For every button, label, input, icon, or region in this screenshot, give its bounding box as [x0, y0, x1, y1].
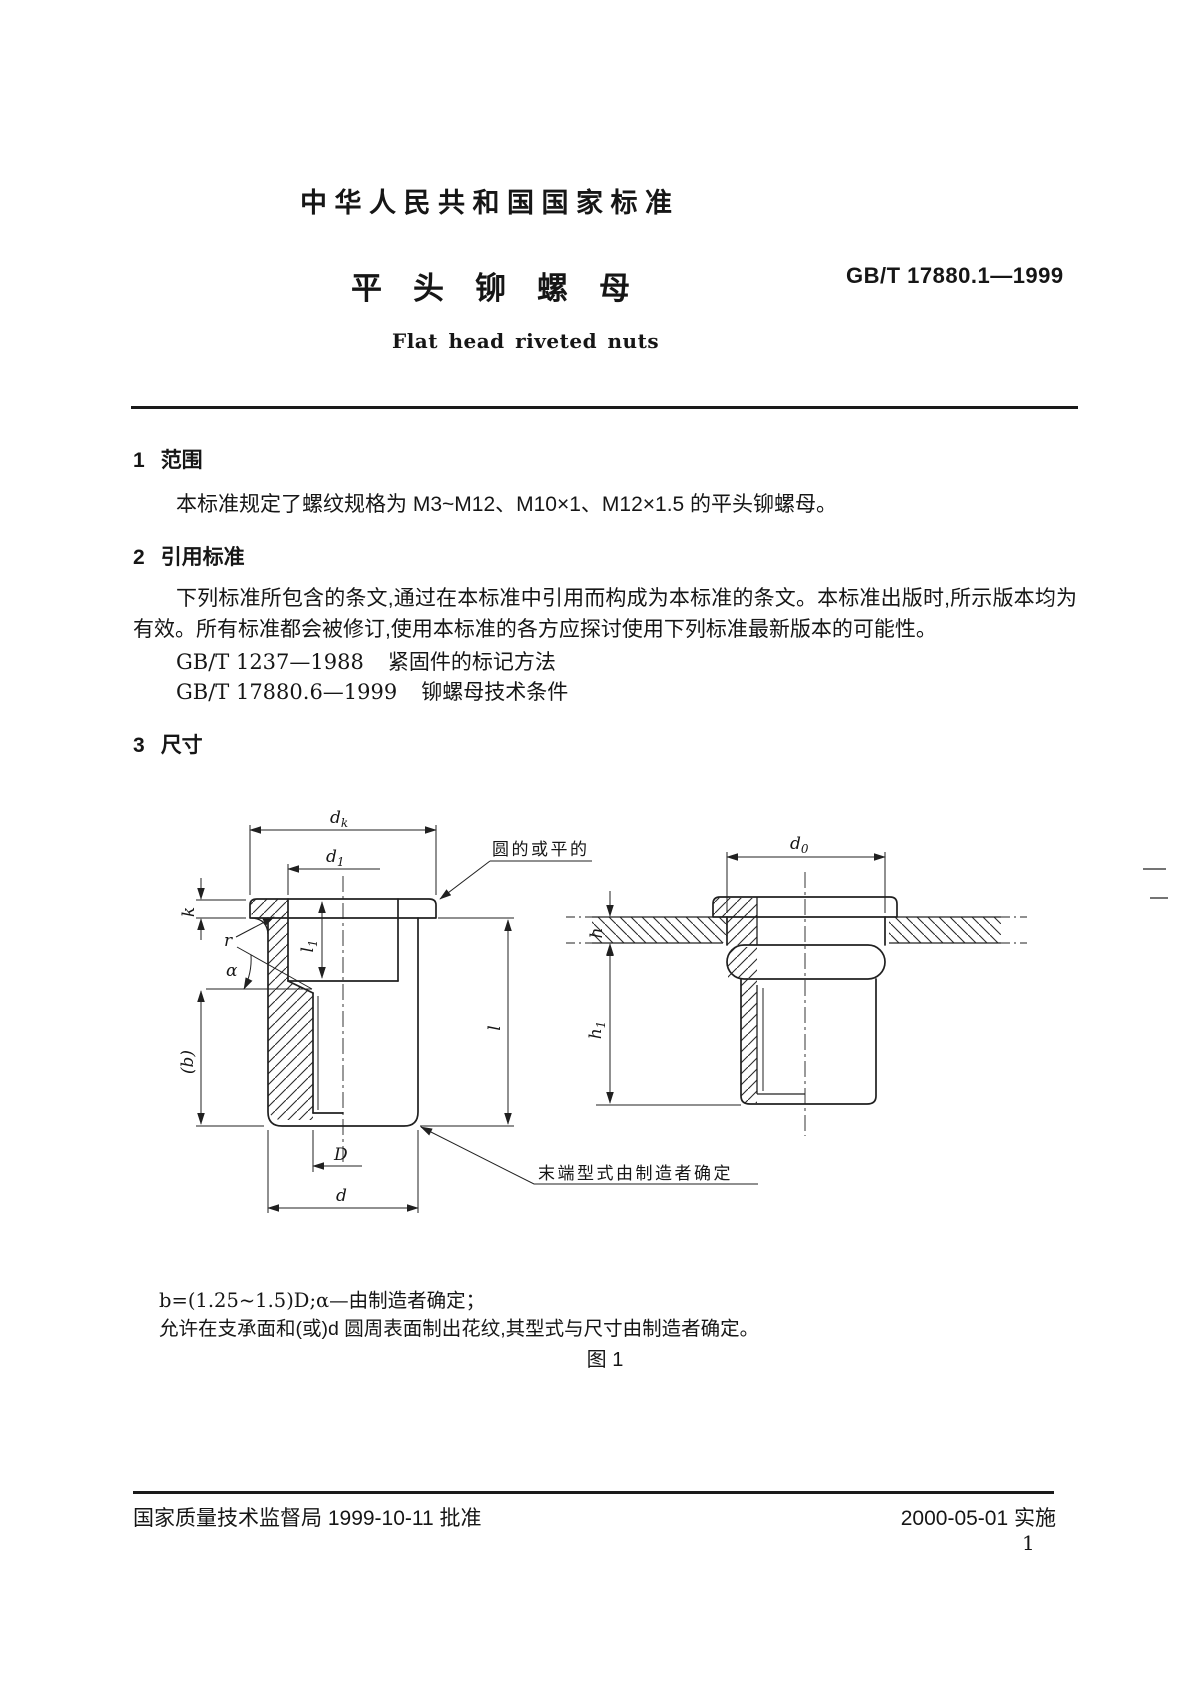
english-title: Flat head riveted nuts — [392, 329, 660, 353]
callout-end-form: 末端型式由制造者确定 — [538, 1164, 733, 1183]
plate-break-marks — [566, 916, 1027, 944]
installed-head-outline — [712, 896, 898, 918]
section-label: 范围 — [160, 449, 203, 472]
references-paragraph: 下列标准所包含的条文,通过在本标准中引用而构成为本标准的条文。本标准出版时,所示… — [133, 587, 1077, 641]
angle-line — [236, 946, 313, 990]
dim-label-d1: d1 — [326, 847, 345, 869]
section-heading-scope: 1 范围 — [133, 444, 203, 474]
plate-hatch — [889, 917, 1001, 943]
section-heading-references: 2 引用标准 — [133, 541, 245, 571]
footer: 国家质量技术监督局 1999-10-11 批准 2000-05-01 实施 — [133, 1502, 1056, 1532]
callout-round-or-flat: 圆的或平的 — [492, 840, 590, 859]
nut-section-hatch — [713, 898, 757, 917]
plate-hatch — [592, 917, 727, 943]
reference-code: GB/T 1237—1988 — [176, 650, 364, 674]
bore-chamfer — [287, 980, 314, 994]
dim-label-b: (b) — [178, 1050, 198, 1074]
figure-caption: 图 1 — [586, 1349, 624, 1371]
standard-code: GB/T 17880.1—1999 — [846, 263, 1064, 288]
reference-code: GB/T 17880.6—1999 — [176, 680, 398, 704]
nut-section-hatch — [728, 947, 757, 978]
scan-artifact-marks — [1143, 868, 1168, 899]
nut-section-hatch — [741, 979, 757, 1103]
reference-item: GB/T 17880.6—1999 铆螺母技术条件 — [176, 676, 568, 706]
section-heading-dimensions: 3 尺寸 — [133, 729, 203, 759]
dim-label-k: k — [179, 907, 199, 917]
section-number: 1 — [133, 449, 145, 472]
installed-body-outline — [740, 978, 877, 1105]
dim-label-alpha: α — [226, 961, 238, 981]
dim-label-D: D — [333, 1145, 348, 1165]
national-standard-title: 中华人民共和国国家标准 — [300, 188, 680, 218]
figure-note-2: 允许在支承面和(或)d 圆周表面制出花纹,其型式与尺寸由制造者确定。 — [159, 1318, 760, 1340]
leader-round-or-flat — [439, 860, 491, 900]
dim-label-l: l — [485, 1025, 505, 1030]
page-number: 1 — [1022, 1531, 1035, 1555]
footer-rule — [133, 1491, 1054, 1494]
approval-text: 国家质量技术监督局 1999-10-11 批准 — [133, 1507, 482, 1530]
implementation-text: 2000-05-01 实施 — [900, 1507, 1056, 1530]
dim-label-d: d — [336, 1186, 347, 1206]
section-label: 尺寸 — [160, 734, 203, 757]
nut-section-hatch — [727, 917, 757, 945]
shank-walls — [726, 916, 886, 946]
document-title: 平头铆螺母 — [351, 271, 661, 306]
dim-label-d0: d0 — [790, 834, 809, 856]
bulge-outline — [726, 944, 886, 980]
leader-r — [235, 916, 275, 938]
section-hatch — [250, 899, 313, 1120]
leader-end-form — [420, 1126, 758, 1185]
header-rule — [131, 406, 1078, 409]
reference-title: 紧固件的标记方法 — [387, 651, 556, 674]
angle-arc — [243, 954, 253, 990]
reference-item: GB/T 1237—1988 紧固件的标记方法 — [176, 646, 556, 676]
head-outline — [249, 898, 437, 919]
right-installed-view: d0 h h1 — [566, 834, 1168, 1136]
dim-label-l1: l1 — [298, 939, 320, 952]
section-number: 2 — [133, 546, 145, 569]
left-section-view: dk d1 k r α l1 (b) — [178, 808, 758, 1213]
scope-paragraph: 本标准规定了螺纹规格为 M3~M12、M10×1、M12×1.5 的平头铆螺母。 — [176, 493, 838, 516]
dim-label-h: h — [587, 928, 607, 939]
dim-label-h1: h1 — [586, 1021, 608, 1040]
section-label: 引用标准 — [160, 546, 245, 569]
technical-drawing-figure-1: dk d1 k r α l1 (b) — [178, 808, 1168, 1213]
ext-line — [726, 852, 886, 913]
dim-label-r: r — [224, 931, 233, 951]
dim-label-dk: dk — [330, 808, 348, 830]
reference-title: 铆螺母技术条件 — [421, 681, 569, 704]
figure-note-1: b=(1.25~1.5)D;α—由制造者确定； — [159, 1289, 486, 1312]
section-number: 3 — [133, 734, 145, 757]
